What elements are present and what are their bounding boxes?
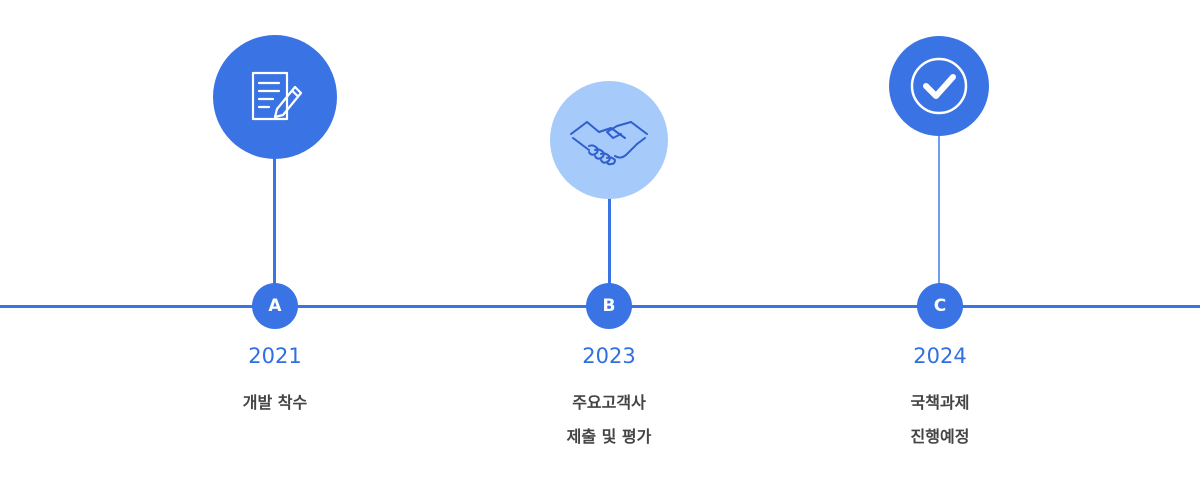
stem-c [938,135,940,290]
milestone-year-b: 2023 [582,344,636,368]
milestone-b-icon-circle [550,81,668,199]
document-edit-icon [251,71,303,121]
stem-a [273,150,276,290]
handshake-icon [570,121,648,166]
milestone-marker-c: C [917,283,963,329]
milestone-desc-c-line1: 국책과제 [910,393,970,412]
milestone-year-c: 2024 [913,344,967,368]
milestone-desc-b: 주요고객사 제출 및 평가 [509,386,709,454]
milestone-year-a: 2021 [248,344,302,368]
stem-b [608,195,611,290]
milestone-desc-c-line2: 진행예정 [910,427,970,446]
milestone-desc-b-line2: 제출 및 평가 [566,427,652,446]
milestone-c-icon-circle [889,36,989,136]
check-circle-icon [910,57,968,115]
milestone-desc-a-line1: 개발 착수 [242,393,308,412]
milestone-a-icon-circle [213,35,337,159]
milestone-desc-c: 국책과제 진행예정 [840,386,1040,454]
milestone-marker-b: B [586,283,632,329]
milestone-desc-a: 개발 착수 [175,386,375,420]
milestone-marker-a: A [252,283,298,329]
milestone-desc-b-line1: 주요고객사 [572,393,646,412]
